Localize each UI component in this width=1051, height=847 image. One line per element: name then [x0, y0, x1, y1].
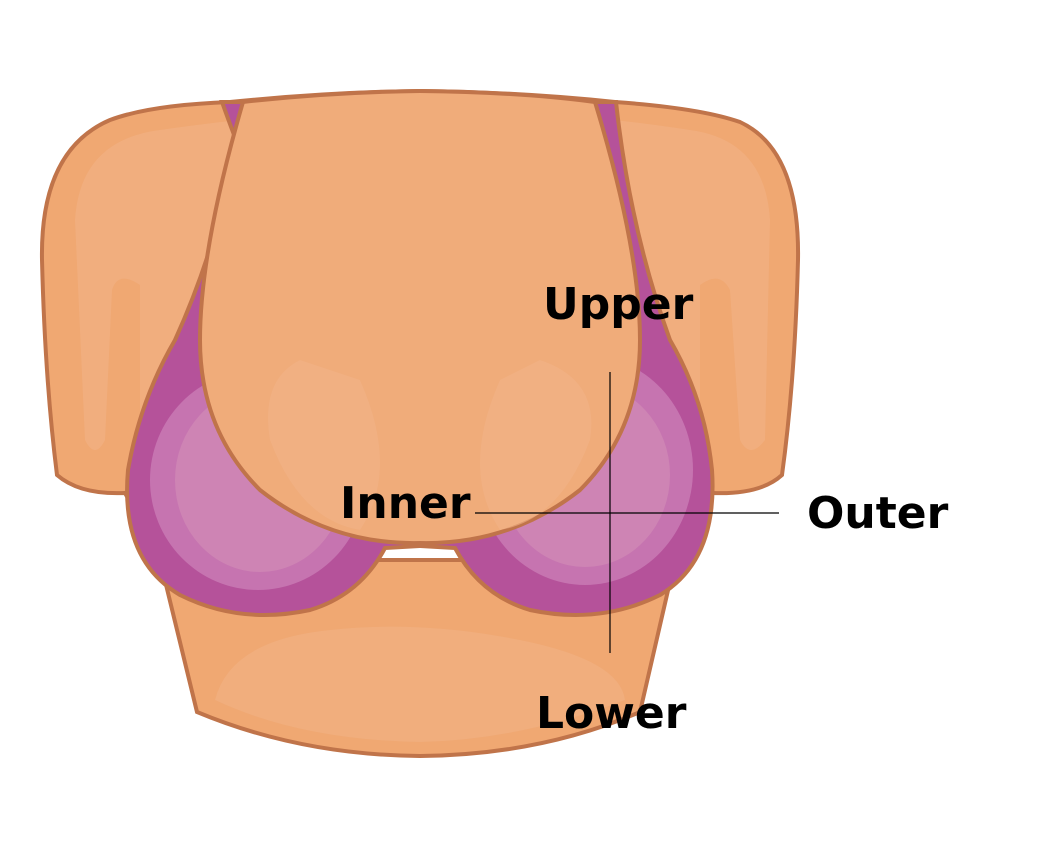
label-upper: Upper	[543, 279, 694, 330]
label-outer: Outer	[807, 488, 949, 539]
label-inner: Inner	[340, 478, 471, 529]
label-lower: Lower	[536, 688, 687, 739]
